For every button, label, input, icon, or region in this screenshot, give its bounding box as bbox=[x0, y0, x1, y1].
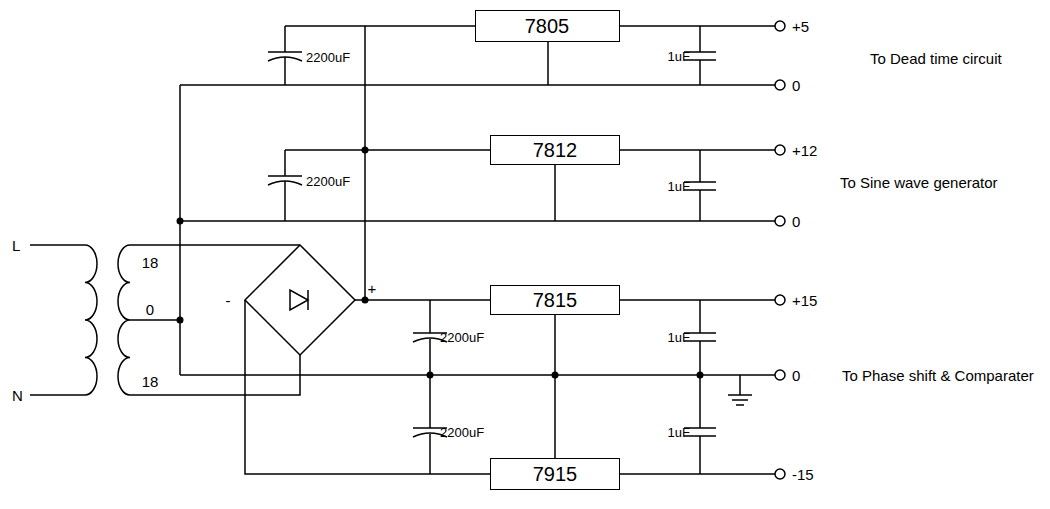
terminal-label: To Dead time circuit bbox=[870, 51, 1002, 66]
terminal-label: 0 bbox=[792, 368, 800, 383]
regulator-label: 7915 bbox=[533, 463, 578, 486]
capacitor-value: 2200uF bbox=[440, 426, 484, 439]
terminal-label: N bbox=[12, 388, 23, 403]
ground-wire bbox=[554, 315, 556, 458]
terminal-label: 0 bbox=[792, 78, 800, 93]
regulator-box: 7915 bbox=[490, 458, 620, 490]
capacitor-value: 2200uF bbox=[306, 175, 350, 188]
capacitor-value: 2200uF bbox=[306, 51, 350, 64]
capacitor-value: 1uF bbox=[668, 331, 690, 344]
terminal-label: -15 bbox=[792, 467, 814, 482]
capacitor-symbol bbox=[684, 333, 716, 436]
capacitor-symbol bbox=[413, 333, 447, 437]
regulator-box: 7805 bbox=[475, 10, 620, 42]
capacitor-value: 1uF bbox=[668, 180, 690, 193]
diode-symbol bbox=[290, 290, 308, 310]
capacitor-value: 1uF bbox=[668, 50, 690, 63]
terminal-label: +5 bbox=[792, 19, 809, 34]
regulator-label: 7815 bbox=[533, 289, 578, 312]
wires bbox=[30, 26, 775, 474]
terminal-label: +15 bbox=[792, 293, 817, 308]
terminal-label: L bbox=[12, 238, 20, 253]
capacitor-symbol bbox=[268, 52, 302, 61]
terminal-label: 0 bbox=[146, 302, 154, 317]
terminal-label: + bbox=[368, 281, 377, 296]
regulator-box: 7812 bbox=[490, 135, 620, 165]
terminal-label: 0 bbox=[792, 214, 800, 229]
primary-coil bbox=[85, 245, 97, 395]
output-terminals bbox=[775, 21, 785, 479]
ground-symbol bbox=[728, 375, 752, 405]
terminal-label: - bbox=[226, 293, 231, 308]
terminal-label: To Phase shift & Comparater bbox=[842, 368, 1034, 383]
terminal-label: 18 bbox=[142, 255, 159, 270]
capacitor-symbol bbox=[268, 176, 302, 185]
terminal-label: To Sine wave generator bbox=[840, 175, 998, 190]
capacitor-value: 1uF bbox=[668, 426, 690, 439]
capacitor-value: 2200uF bbox=[440, 331, 484, 344]
junction-dots bbox=[177, 147, 704, 379]
bridge-rectifier bbox=[245, 245, 355, 355]
regulator-label: 7812 bbox=[533, 139, 578, 162]
terminal-label: 18 bbox=[142, 374, 159, 389]
secondary-coil bbox=[118, 245, 130, 395]
regulator-label: 7805 bbox=[525, 15, 570, 38]
regulator-box: 7815 bbox=[490, 285, 620, 315]
terminal-label: +12 bbox=[792, 143, 817, 158]
